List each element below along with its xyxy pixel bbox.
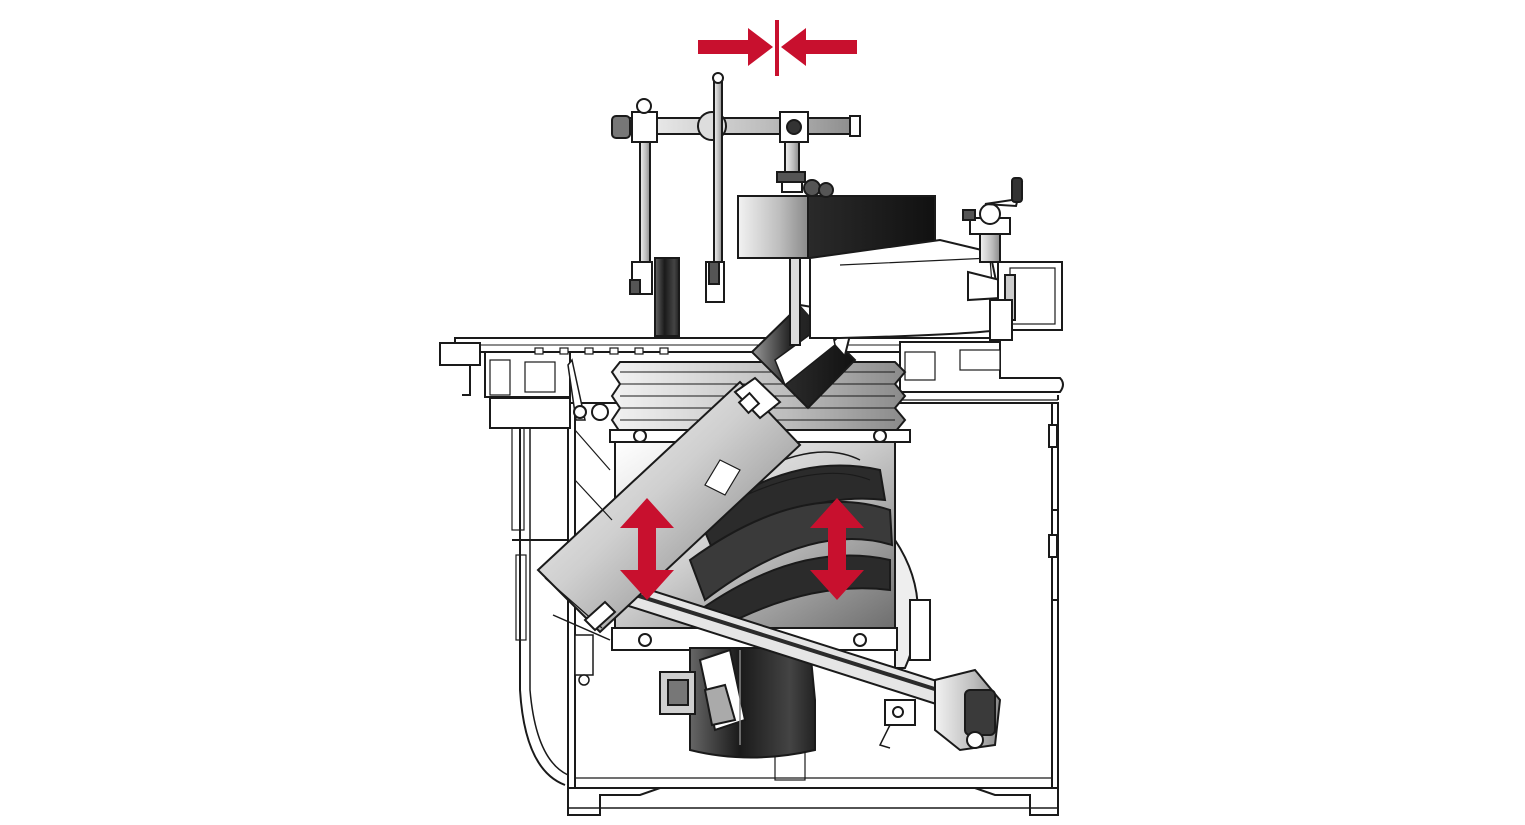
vertical-double-arrow-icon [620,498,674,600]
work-table [439,337,1064,429]
cabinet-hardware [552,429,613,686]
extraction-hood [737,177,1063,341]
overhead-guard-rig [611,72,861,346]
vertical-double-arrow-icon [810,498,864,600]
spindle-cylinder [536,303,857,634]
converge-arrows-icon [698,20,857,76]
motor [659,647,816,759]
